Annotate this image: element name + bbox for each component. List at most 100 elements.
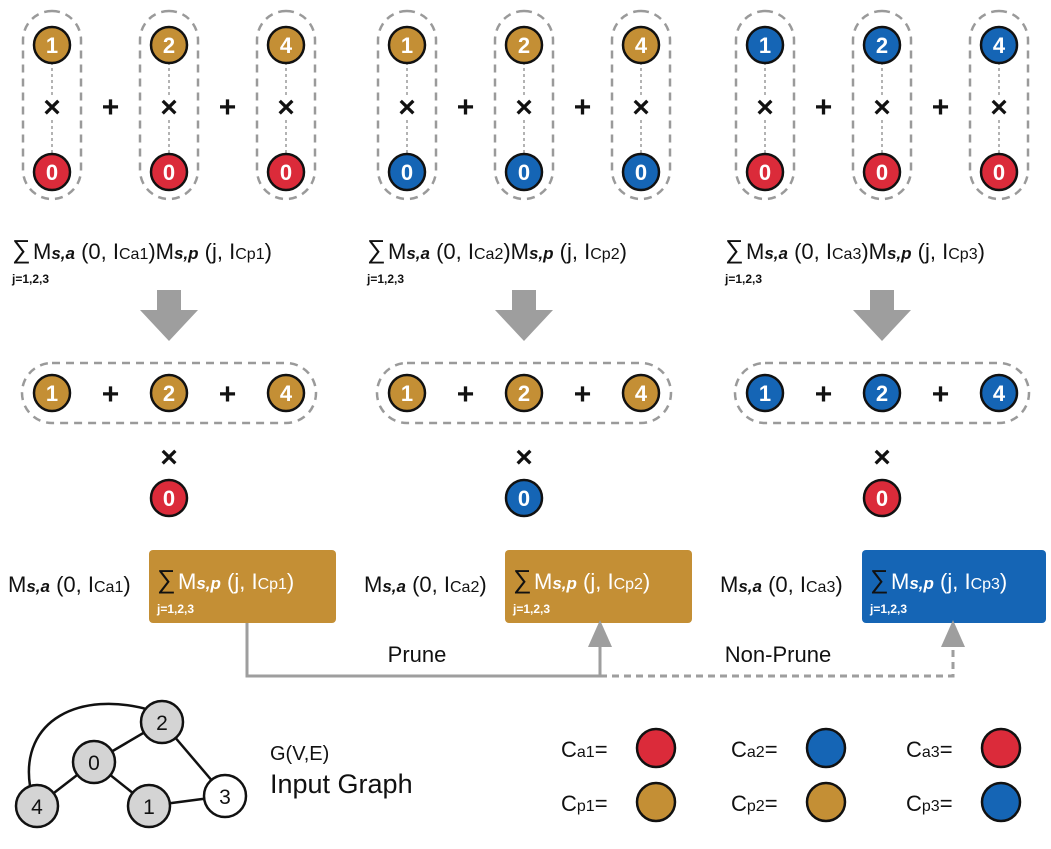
left-term-part-0: M: [8, 572, 26, 597]
node-bottom-label: 0: [401, 160, 413, 185]
plus-sign: +: [102, 378, 120, 411]
legend-label-part-1: a3: [922, 744, 940, 761]
sum-index: j=1,2,3: [724, 272, 762, 286]
node-mid-3-label: 4: [635, 381, 648, 406]
node-mid-3: 4: [979, 373, 1019, 413]
node-bottom-label: 0: [759, 160, 771, 185]
sum-box-text-part-0: M: [891, 569, 909, 594]
graph-node-circle: [71, 739, 117, 785]
times-sign: ×: [515, 91, 533, 124]
plus-sign: +: [815, 378, 833, 411]
dashed-group-outline: [610, 9, 672, 201]
node-mid-2-circle: [504, 373, 544, 413]
formula-text-part-8: Cp2: [590, 246, 619, 263]
formula-text-part-9: ): [620, 239, 627, 264]
formula-text-part-6: s,p: [174, 244, 199, 263]
times-sign: ×: [398, 91, 416, 124]
top-pair-1: 1 × 0: [376, 9, 438, 201]
node-top-circle: [387, 25, 427, 65]
legend-swatch: [635, 727, 677, 769]
left-term-part-2: (0, I: [50, 572, 94, 597]
legend-item-p2: Cp2=: [731, 781, 847, 823]
formula-text: Ms,a (0, ICa2)Ms,p (j, ICp2): [388, 239, 627, 264]
node-mid-3-circle: [266, 373, 306, 413]
times-sign: ×: [990, 91, 1008, 124]
node-top-label: 1: [46, 33, 58, 58]
formula-text-part-5: M: [156, 239, 174, 264]
node-top-circle: [745, 25, 785, 65]
node-mid-bottom-circle: [149, 478, 189, 518]
formula-text-part-6: s,p: [887, 244, 912, 263]
graph-node-0: 0: [71, 739, 117, 785]
node-top-circle: [266, 25, 306, 65]
formula-text-part-8: Cp3: [948, 246, 977, 263]
sum-symbol: ∑: [870, 564, 889, 594]
times-sign: ×: [160, 441, 178, 474]
graph-node-label: 1: [143, 796, 155, 819]
node-top: 4: [621, 25, 661, 65]
plus-sign: +: [574, 378, 592, 411]
graph-node-4: 4: [14, 783, 60, 829]
down-arrow-icon: [140, 290, 198, 341]
node-top: 2: [149, 25, 189, 65]
sum-symbol: ∑: [367, 234, 386, 264]
formula-text-part-1: s,a: [51, 244, 75, 263]
left-term-part-0: M: [364, 572, 382, 597]
left-term-part-3: Ca3: [806, 579, 835, 596]
node-top-circle: [979, 25, 1019, 65]
top-pair-2: 2×0: [851, 9, 913, 201]
formula-text: Ms,a (0, ICa1)Ms,p (j, ICp1): [33, 239, 272, 264]
legend-swatch: [980, 781, 1022, 823]
node-top-label: 2: [876, 33, 888, 58]
legend-label-part-0: C: [731, 791, 747, 816]
times-sign: ×: [873, 91, 891, 124]
dashed-sum-outline: [20, 361, 318, 425]
node-top-label: 1: [401, 33, 413, 58]
legend-label-part-1: p3: [922, 798, 940, 815]
top-pair-1: 1×0: [734, 9, 796, 201]
node-top: 1: [32, 25, 72, 65]
graph-node-2: 2: [139, 699, 185, 745]
plus-sign: +: [457, 378, 475, 411]
node-bottom-label: 0: [635, 160, 647, 185]
left-term-part-3: Ca2: [450, 579, 479, 596]
node-top-circle: [149, 25, 189, 65]
top-pair-3: 4×0: [610, 9, 672, 201]
sum-box-text-part-4: ): [643, 569, 650, 594]
node-mid-3: 4: [621, 373, 661, 413]
legend-label-part-2: =: [940, 737, 953, 762]
sum-box-text-part-3: Cp2: [614, 576, 643, 593]
dashed-group-outline: [968, 9, 1030, 201]
legend-label-part-2: =: [940, 791, 953, 816]
node-mid-1-label: 1: [401, 381, 413, 406]
legend-item-p1: Cp1=: [561, 781, 677, 823]
node-top-label: 4: [280, 33, 293, 58]
node-mid-2-circle: [862, 373, 902, 413]
legend-item-a2: Ca2=: [731, 727, 847, 769]
sum-symbol: ∑: [725, 234, 744, 264]
node-bottom: 0: [32, 152, 72, 192]
node-bottom: 0: [149, 152, 189, 192]
legend-label: Ca1=: [561, 737, 608, 762]
down-arrow-icon: [853, 290, 911, 341]
sum-index: j=1,2,3: [11, 272, 49, 286]
formula-text-part-9: ): [978, 239, 985, 264]
formula-text-part-6: s,p: [529, 244, 554, 263]
legend-swatch: [635, 781, 677, 823]
plus-sign: +: [102, 91, 120, 124]
node-mid-bottom: 0: [504, 478, 544, 518]
legend-label: Cp1=: [561, 791, 608, 816]
formula-text-part-2: (0, I: [75, 239, 119, 264]
node-bottom: 0: [621, 152, 661, 192]
graph-node-circle: [14, 783, 60, 829]
node-mid-bottom-label: 0: [876, 486, 888, 511]
graph-node-label: 3: [219, 786, 231, 809]
left-term: Ms,a (0, ICa1): [8, 572, 131, 597]
node-mid-2: 2: [149, 373, 189, 413]
dashed-group-outline: [138, 9, 200, 201]
node-mid-1-circle: [387, 373, 427, 413]
node-bottom: 0: [979, 152, 1019, 192]
left-term: Ms,a (0, ICa2): [364, 572, 487, 597]
node-mid-1-circle: [32, 373, 72, 413]
node-mid-bottom: 0: [149, 478, 189, 518]
